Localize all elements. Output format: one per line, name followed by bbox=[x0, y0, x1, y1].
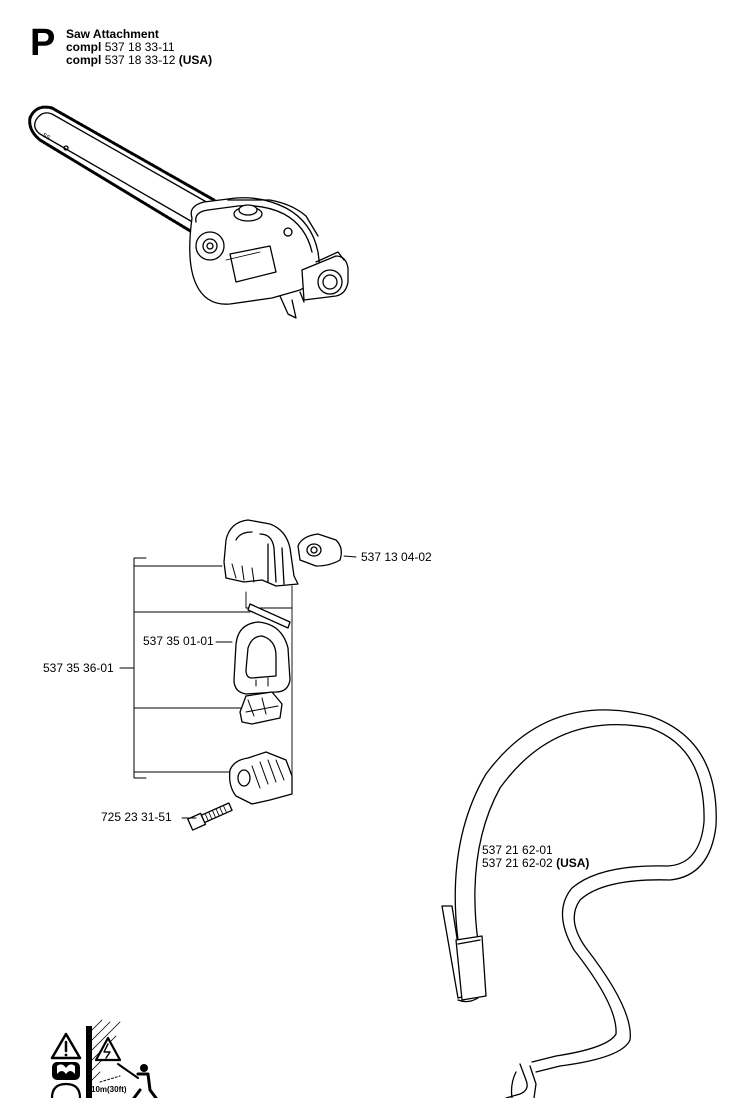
harness-strap-inner bbox=[474, 724, 705, 1063]
small-clip bbox=[239, 691, 283, 725]
section-letter: P bbox=[30, 22, 56, 64]
power-line-warning-icon bbox=[94, 1036, 122, 1062]
title-line-1-number: 537 18 33-11 bbox=[104, 40, 175, 54]
title-line-2-number: 537 18 33-12 bbox=[104, 53, 176, 67]
part-label-537-35-36-01: 537 35 36-01 bbox=[43, 661, 114, 675]
harness-suffix: (USA) bbox=[556, 856, 590, 870]
strip-plate bbox=[247, 603, 291, 629]
diagram-title: Saw Attachment bbox=[66, 27, 159, 41]
handle-assembly-illustration bbox=[119, 519, 357, 831]
person-icon bbox=[140, 1064, 148, 1072]
warning-pictograms bbox=[50, 1019, 158, 1098]
guide-bar bbox=[34, 112, 211, 225]
bolt bbox=[187, 802, 233, 831]
title-block: Saw Attachment compl 537 18 33-11 compl … bbox=[66, 28, 212, 67]
title-line-1-prefix: compl bbox=[66, 40, 102, 54]
title-line-2-prefix: compl bbox=[66, 53, 102, 67]
distance-warning-text: 10m(30ft) bbox=[91, 1085, 127, 1094]
lower-clamp bbox=[228, 751, 293, 805]
part-label-725-23-31-51: 725 23 31-51 bbox=[101, 810, 172, 824]
part-label-537-21-62-02: 537 21 62-02 (USA) bbox=[482, 857, 589, 870]
harness-number: 537 21 62-02 bbox=[482, 856, 553, 870]
title-line-1: compl 537 18 33-11 bbox=[66, 41, 212, 54]
part-label-537-21-62-01: 537 21 62-01 bbox=[482, 843, 553, 857]
title-line-2: compl 537 18 33-12 (USA) bbox=[66, 54, 212, 67]
svg-text:SS: SS bbox=[41, 133, 51, 142]
ear-protection-icon bbox=[50, 1082, 82, 1098]
harness-strap-illustration bbox=[441, 709, 717, 1098]
harness-strap-outer bbox=[454, 709, 717, 1073]
title-line-2-suffix: (USA) bbox=[178, 53, 213, 67]
part-label-537-35-01-01: 537 35 01-01 bbox=[143, 634, 214, 648]
part-label-537-13-04-02: 537 13 04-02 bbox=[361, 550, 432, 564]
saw-chain bbox=[28, 105, 216, 234]
saw-attachment-illustration: SS bbox=[28, 105, 349, 319]
bracket-537-35-36-01 bbox=[119, 557, 147, 779]
